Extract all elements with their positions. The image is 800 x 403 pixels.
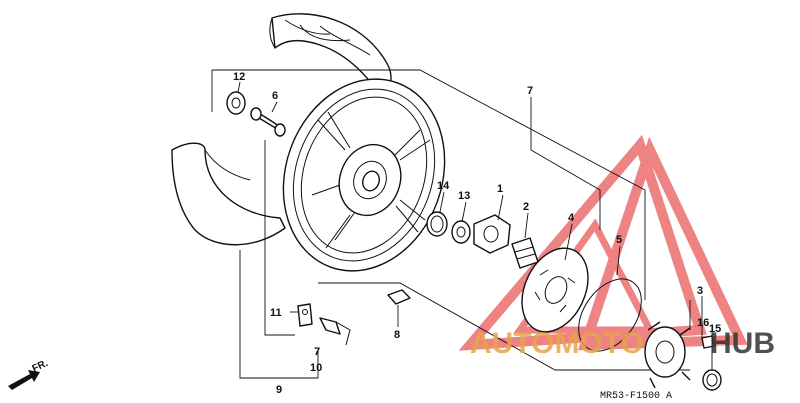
bearing-part-13	[451, 220, 471, 244]
bracket-part-11	[297, 303, 313, 327]
callout-16: 16	[697, 317, 709, 329]
sprocket-plate-part-4	[521, 247, 589, 333]
clip-part-8	[387, 289, 411, 305]
hub-part-3	[644, 321, 691, 389]
callout-6: 6	[272, 90, 278, 102]
callout-3: 3	[697, 285, 703, 297]
callout-10: 10	[310, 362, 322, 374]
callout-14: 14	[437, 180, 450, 192]
damper-part-2	[511, 237, 539, 269]
watermark-logo	[458, 134, 748, 351]
callout-15: 15	[709, 323, 721, 335]
mudguard	[171, 142, 286, 246]
spacer-part-6	[250, 107, 286, 137]
callout-5: 5	[616, 234, 622, 246]
callout-8: 8	[394, 329, 400, 341]
bearing-part-12	[226, 91, 246, 115]
callout-2: 2	[523, 201, 529, 213]
leader-lines	[237, 81, 713, 370]
diagram-code: MR53-F1500 A	[600, 391, 672, 402]
assembly-outline	[211, 69, 690, 379]
front-direction-arrow: FR.	[8, 358, 50, 390]
callout-7-bottom: 7	[314, 346, 320, 358]
watermark-text: AUTOMOTO HUB	[470, 327, 775, 360]
nut-part-16	[701, 335, 715, 349]
callout-12: 12	[233, 71, 245, 83]
callout-7-top: 7	[527, 85, 533, 97]
callout-9: 9	[276, 384, 282, 396]
wheel-rim	[282, 78, 446, 272]
callout-11: 11	[270, 307, 282, 319]
watermark-word-b: HUB	[710, 327, 775, 360]
seal-part-14	[426, 211, 448, 237]
flange-part-1	[473, 214, 511, 254]
oring-part-15	[702, 369, 722, 391]
callout-1: 1	[497, 183, 503, 195]
sensor-part-7	[319, 317, 351, 346]
callout-numbers: 1 2 3 4 5 6 7 7 8 9 10 11 12 13 14 15 16	[233, 71, 721, 396]
front-label: FR.	[31, 358, 50, 375]
callout-4: 4	[568, 212, 575, 224]
callout-13: 13	[458, 190, 470, 202]
watermark-word-a: AUTOMOTO	[470, 327, 644, 360]
circlip-part-5	[578, 278, 642, 352]
